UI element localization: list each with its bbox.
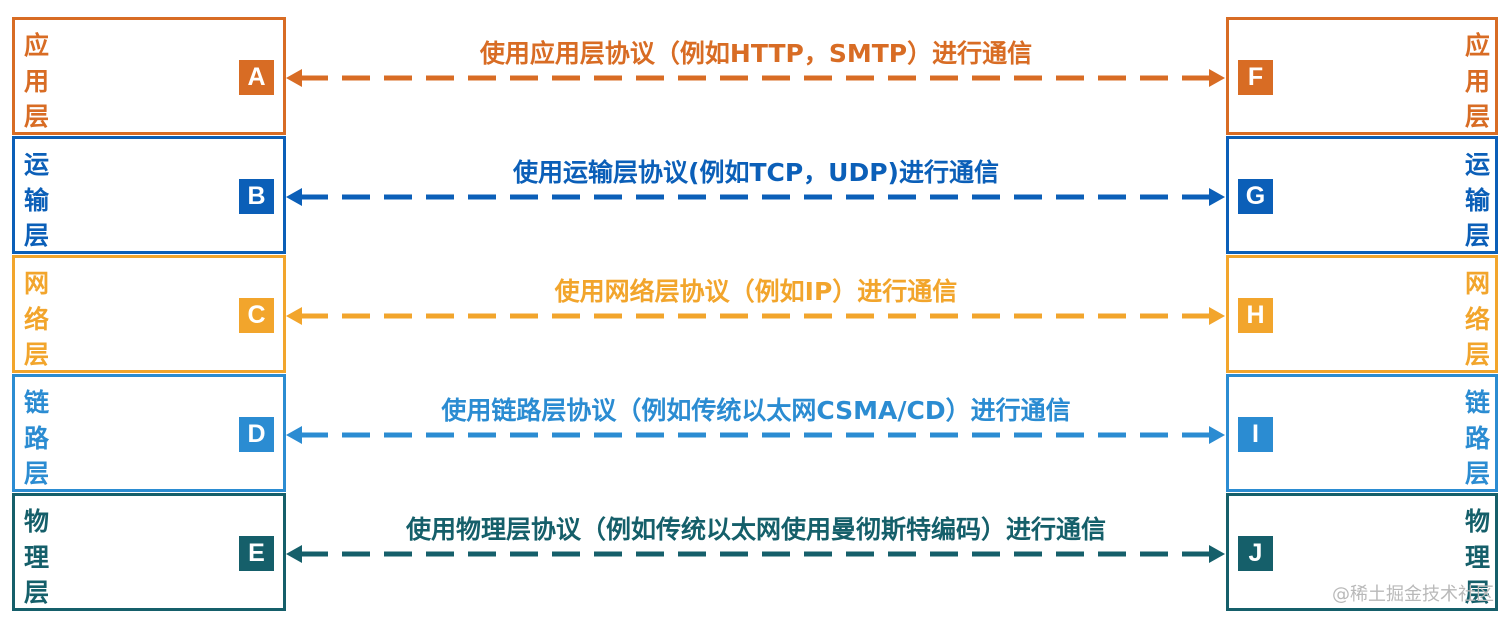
protocol-label: 使用应用层协议（例如HTTP，SMTP）进行通信 <box>479 39 1033 68</box>
layer-name: 链路层 <box>1464 388 1490 488</box>
node-label: C <box>239 298 274 333</box>
left-layer-box: 网络层 C <box>12 255 286 373</box>
right-layer-box: 网络层 H <box>1226 255 1498 373</box>
layer-name: 应用层 <box>1464 31 1490 131</box>
left-arrowhead <box>286 426 302 444</box>
arrow <box>286 426 1225 444</box>
node-label: I <box>1238 417 1273 452</box>
right-layer-box: 物理层 J <box>1226 493 1498 611</box>
left-arrowhead <box>286 188 302 206</box>
layer-name: 运输层 <box>24 150 50 250</box>
arrow <box>286 307 1225 325</box>
left-arrowhead <box>286 69 302 87</box>
arrow <box>286 188 1225 206</box>
right-layer-box: 链路层 I <box>1226 374 1498 492</box>
left-layer-box: 链路层 D <box>12 374 286 492</box>
watermark: @稀土掘金技术社区 <box>1332 584 1494 605</box>
node-label: D <box>239 417 274 452</box>
left-layer-box: 物理层 E <box>12 493 286 611</box>
arrow <box>286 69 1225 87</box>
right-arrowhead <box>1209 188 1225 206</box>
right-arrowhead <box>1209 426 1225 444</box>
layer-name: 链路层 <box>24 388 50 488</box>
node-label: J <box>1238 536 1273 571</box>
right-layer-box: 运输层 G <box>1226 136 1498 254</box>
left-arrowhead <box>286 307 302 325</box>
node-label: F <box>1238 60 1273 95</box>
layer-name: 网络层 <box>24 269 50 369</box>
layer-name: 运输层 <box>1464 150 1490 250</box>
layer-name: 应用层 <box>24 31 50 131</box>
protocol-label: 使用物理层协议（例如传统以太网使用曼彻斯特编码）进行通信 <box>405 515 1106 544</box>
node-label: B <box>239 179 274 214</box>
node-label: G <box>1238 179 1273 214</box>
arrow <box>286 545 1225 563</box>
protocol-label: 使用运输层协议(例如TCP，UDP)进行通信 <box>513 158 999 187</box>
layer-name: 物理层 <box>1464 507 1490 607</box>
left-arrowhead <box>286 545 302 563</box>
right-layer-box: 应用层 F <box>1226 17 1498 135</box>
node-label: A <box>239 60 274 95</box>
left-layer-box: 应用层 A <box>12 17 286 135</box>
right-arrowhead <box>1209 545 1225 563</box>
node-label: H <box>1238 298 1273 333</box>
node-label: E <box>239 536 274 571</box>
layer-name: 网络层 <box>1464 269 1490 369</box>
protocol-label: 使用链路层协议（例如传统以太网CSMA/CD）进行通信 <box>441 396 1071 425</box>
left-layer-box: 运输层 B <box>12 136 286 254</box>
right-arrowhead <box>1209 69 1225 87</box>
protocol-label: 使用网络层协议（例如IP）进行通信 <box>554 277 958 306</box>
layer-name: 物理层 <box>24 507 50 607</box>
right-arrowhead <box>1209 307 1225 325</box>
